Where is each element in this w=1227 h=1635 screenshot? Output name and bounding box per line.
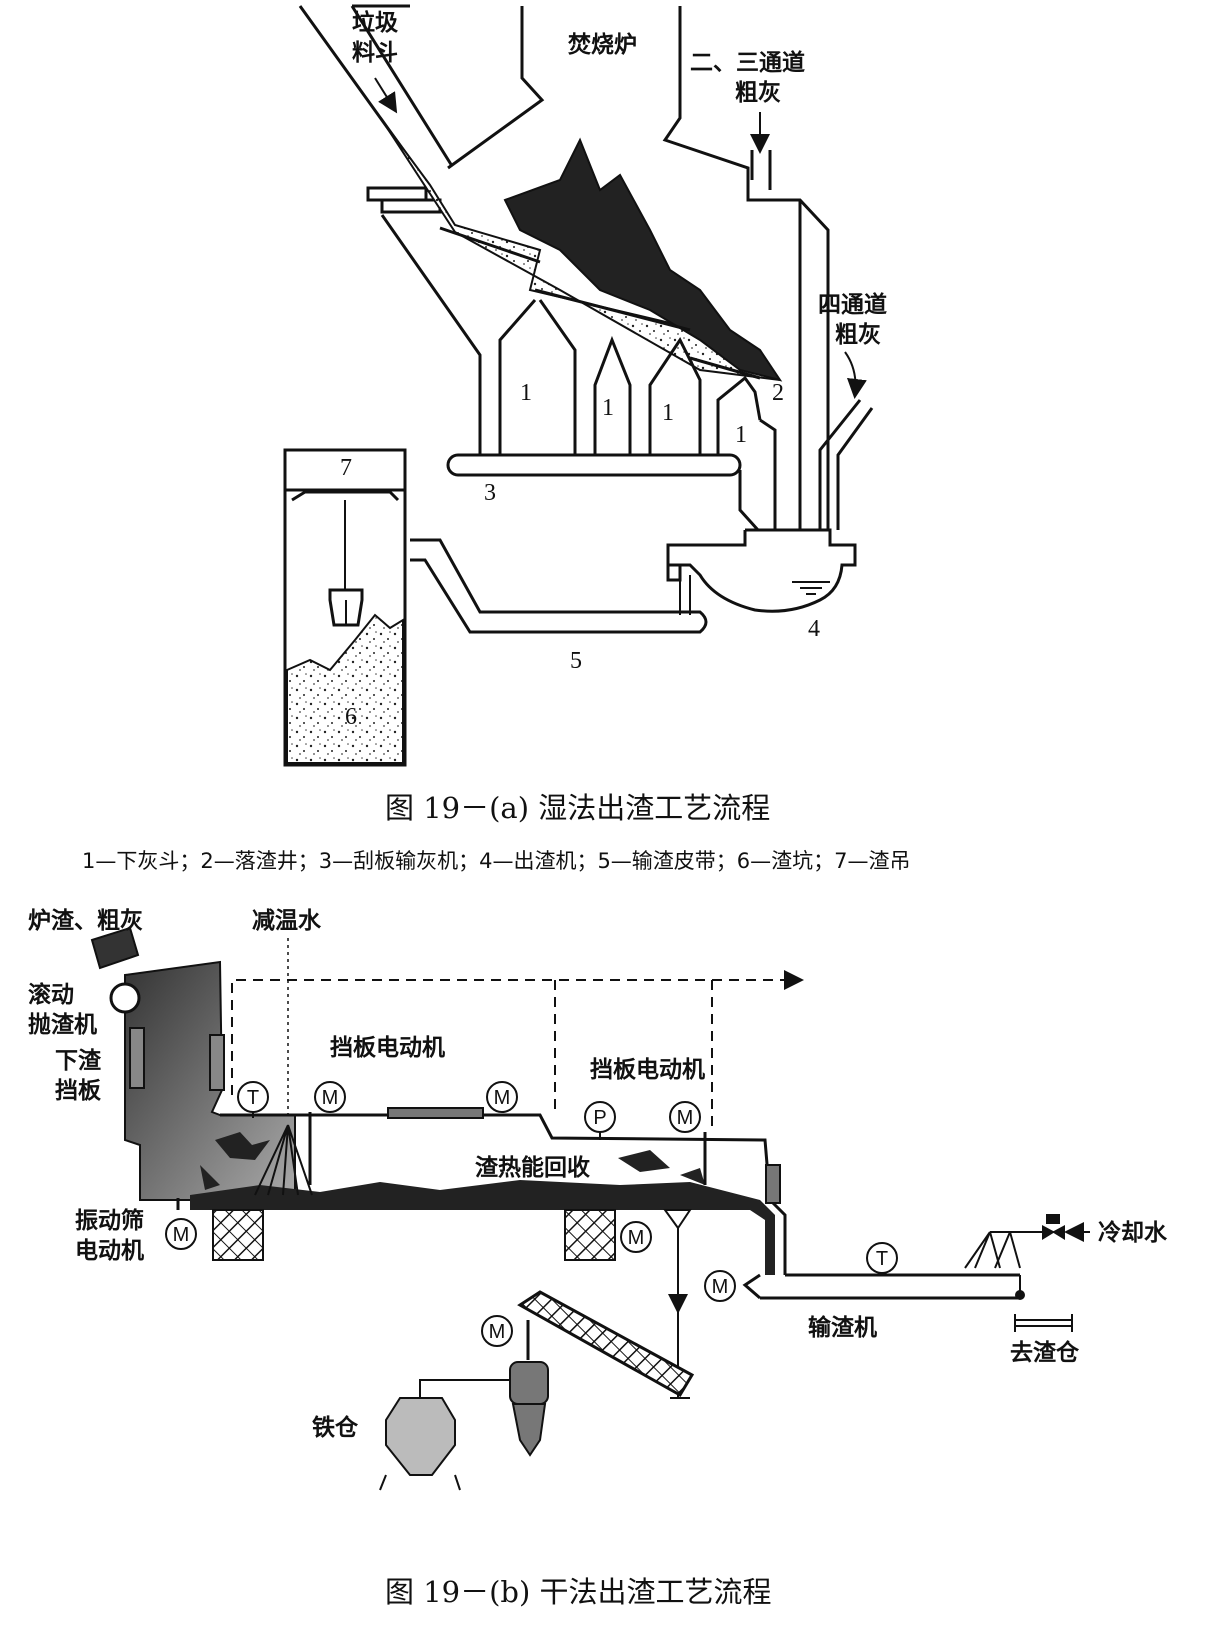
label-n6: 6: [345, 704, 357, 730]
slag-ash-label: 炉渣、粗灰: [28, 907, 143, 934]
caption-a: 图 19－(a) 湿法出渣工艺流程: [385, 791, 770, 825]
svg-text:T: T: [876, 1248, 888, 1270]
thrower-label-2: 抛渣机: [28, 1012, 97, 1038]
caption-b: 图 19－(b) 干法出渣工艺流程: [385, 1575, 772, 1609]
svg-text:M: M: [677, 1107, 694, 1129]
label-n1c: 1: [662, 400, 674, 426]
spray-water-label: 减温水: [252, 908, 322, 934]
instrument-t1: T: [237, 1081, 269, 1118]
label-n3: 3: [484, 480, 496, 506]
figure-a: 垃圾 料斗 焚烧炉 二、三通道 粗灰 四通道 粗灰 1 1 1 1 2 3 4 …: [82, 4, 911, 873]
svg-text:M: M: [712, 1276, 729, 1298]
label-n5: 5: [570, 648, 582, 674]
instrument-m5: M: [620, 1221, 652, 1253]
cooling-water-label: 冷却水: [1098, 1219, 1168, 1246]
instrument-m2: M: [486, 1081, 518, 1113]
label-n1b: 1: [602, 395, 614, 421]
furnace-label: 焚烧炉: [568, 31, 637, 58]
legend-a: 1—下灰斗；2—落渣井；3—刮板输灰机；4—出渣机；5—输渣皮带；6—渣坑；7—…: [82, 849, 911, 873]
label-n2: 2: [772, 380, 784, 406]
vibrating-screen-label-2: 电动机: [75, 1238, 144, 1264]
thrower-label-1: 滚动: [28, 981, 74, 1008]
svg-text:M: M: [322, 1087, 339, 1109]
vibrating-screen-label-1: 振动筛: [75, 1207, 144, 1234]
instrument-t2: T: [866, 1242, 898, 1276]
svg-text:M: M: [173, 1224, 190, 1246]
svg-text:M: M: [628, 1227, 645, 1249]
svg-text:T: T: [247, 1087, 259, 1109]
conveyor-label: 输渣机: [808, 1314, 877, 1341]
hopper-label-2: 料斗: [352, 40, 398, 66]
figure-b: T M M P M M M: [28, 907, 1168, 1609]
label-n4: 4: [808, 616, 820, 642]
label-n1a: 1: [520, 380, 532, 406]
baffle-motor-2-label: 挡板电动机: [590, 1057, 705, 1083]
label-n1d: 1: [735, 422, 747, 448]
instrument-p1: P: [584, 1101, 616, 1140]
to-silo-label: 去渣仓: [1010, 1339, 1080, 1366]
ash-4-label-2: 粗灰: [835, 321, 881, 348]
label-n7: 7: [340, 455, 352, 481]
ash-4-label-1: 四通道: [818, 291, 887, 318]
heat-recovery-label: 渣热能回收: [475, 1154, 590, 1181]
instrument-m3: M: [669, 1101, 707, 1185]
svg-text:M: M: [489, 1321, 506, 1343]
baffle-label-2: 挡板: [55, 1078, 102, 1104]
instrument-m4: M: [165, 1218, 197, 1250]
svg-text:P: P: [593, 1107, 606, 1129]
ash-23-label-2: 粗灰: [735, 79, 781, 106]
instrument-m1: M: [308, 1081, 346, 1185]
instrument-m7: M: [481, 1315, 513, 1347]
hopper-label-1: 垃圾: [352, 9, 399, 36]
svg-text:M: M: [494, 1087, 511, 1109]
iron-silo-label: 铁仓: [312, 1414, 359, 1441]
baffle-label-1: 下渣: [55, 1048, 102, 1074]
baffle-motor-1-label: 挡板电动机: [330, 1035, 445, 1061]
ash-23-label-1: 二、三通道: [690, 49, 805, 76]
instrument-m6: M: [704, 1270, 736, 1302]
